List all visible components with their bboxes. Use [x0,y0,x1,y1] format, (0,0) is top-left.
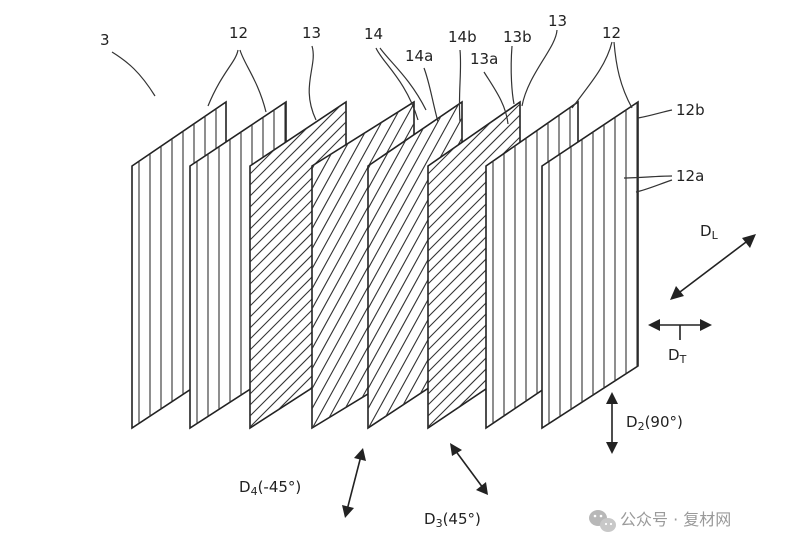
leader-12a-a [623,175,673,179]
leader-14b [458,49,462,123]
d4-arrow [342,448,366,518]
plate-12 [541,100,639,430]
dt-arrow [648,319,712,340]
fiber-line [428,102,520,428]
leader-12-right-b [613,41,633,109]
fiber-line [428,102,520,428]
leader-12-right-a [571,41,613,109]
leader-14a [423,67,439,123]
label-dt: DT [668,346,687,366]
fiber-line [428,102,520,428]
fiber-line [428,102,520,428]
fiber-line [250,102,346,428]
watermark: 公众号 · 复材网 [589,510,731,532]
fiber-line [250,102,346,428]
fiber-line [428,102,506,428]
fiber-line [312,102,414,428]
fiber-line [368,102,430,428]
label-12-right: 12 [602,24,621,42]
leader-12-left-b [239,49,267,113]
d3-arrow [450,443,488,495]
fiber-line [250,102,328,428]
direction-labels: DL DT D2(90°) D4(-45°) D3(45°) [239,222,719,530]
leader-13b [510,45,515,105]
leader-3 [111,51,156,97]
fiber-line [428,102,520,428]
fiber-line [428,102,520,428]
label-14b: 14b [448,28,477,46]
fiber-line [312,102,396,428]
fiber-line [428,102,520,428]
fiber-line [250,102,346,428]
leader-14-b [379,47,427,111]
label-14: 14 [364,25,383,43]
fiber-line [250,102,346,428]
fiber-line [250,102,346,428]
fiber-line [368,102,419,428]
fiber-line [428,102,520,428]
label-d3: D3(45°) [424,510,481,530]
fiber-line [428,102,520,428]
leader-lines [111,29,673,193]
fiber-line [368,102,462,428]
fiber-line [368,102,441,428]
watermark-text: 公众号 · 复材网 [620,510,731,529]
label-12-left: 12 [229,24,248,42]
fiber-line [368,102,462,428]
direction-arrows [342,234,756,518]
leader-14-a [375,47,419,121]
fiber-line [368,102,462,428]
leader-13-right [521,29,558,107]
label-13-left: 13 [302,24,321,42]
fiber-line [312,102,407,428]
fiber-line [250,102,346,428]
fiber-line [250,102,346,428]
fiber-line [250,102,346,428]
fiber-line [254,102,346,428]
leader-12a-b [635,179,673,193]
label-12b: 12b [676,101,705,119]
fiber-line [312,102,374,428]
fiber-line [368,102,452,428]
leader-12-left-a [207,49,239,107]
fiber-line [428,102,520,428]
fiber-line [368,102,462,428]
label-dl: DL [700,222,719,242]
labels: 3 12 13 14 14a 14b 13a 13b 13 12 12b 12a [100,12,705,185]
wechat-icon [589,510,616,532]
label-13-right: 13 [548,12,567,30]
fiber-line [250,102,339,428]
leader-12b [637,109,673,119]
label-13a: 13a [470,50,498,68]
label-d4: D4(-45°) [239,478,301,498]
fiber-line [387,102,462,428]
d2-arrow [606,392,618,454]
fiber-line [250,102,346,428]
fiber-line [250,102,346,428]
label-d2: D2(90°) [626,413,683,433]
fiber-line [331,102,414,428]
fiber-line [428,102,517,428]
fiber-line [250,102,346,428]
fiber-line [250,102,346,428]
fiber-line [376,102,462,428]
label-14a: 14a [405,47,433,65]
plate-outline [541,100,639,430]
fiber-line [428,102,520,428]
fiber-line [428,102,520,428]
fiber-line [368,102,462,428]
label-13b: 13b [503,28,532,46]
plate-stack [131,100,639,430]
fiber-line [250,102,346,428]
leader-13a [483,71,509,125]
label-3: 3 [100,31,110,49]
leader-13-left [308,45,317,121]
label-12a: 12a [676,167,704,185]
fiber-line [250,102,346,428]
fiber-line [428,102,520,428]
dl-arrow [670,234,756,300]
fiber-line [312,102,385,428]
